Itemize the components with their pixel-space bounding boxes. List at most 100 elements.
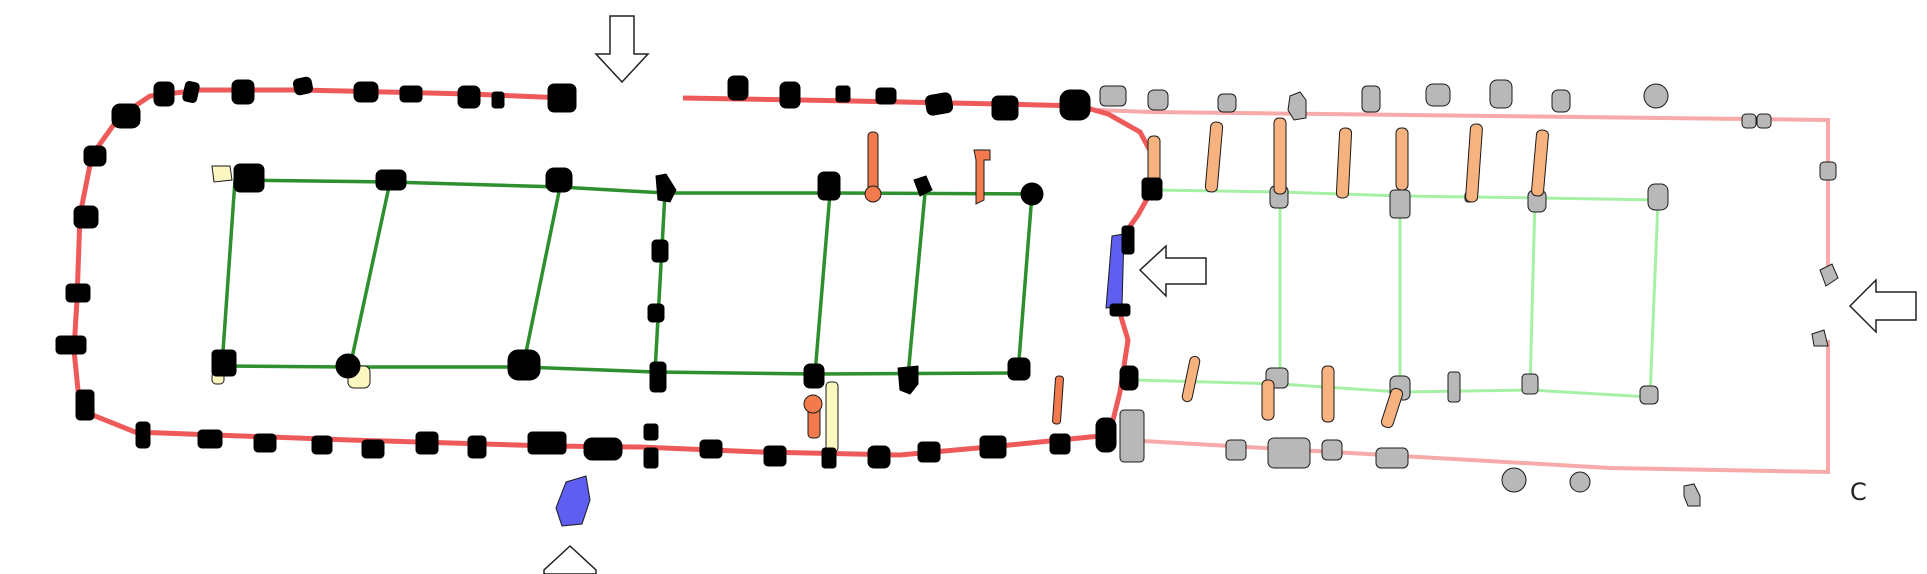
- posthole-black: [73, 205, 99, 229]
- frame-old-wall-6: [906, 192, 927, 377]
- posthole-grey: [1147, 89, 1169, 111]
- phase-label: C: [1850, 478, 1867, 506]
- arrow-left-icon: [1848, 278, 1917, 334]
- frame-old-wall-3: [521, 186, 562, 368]
- posthole-black: [111, 103, 141, 129]
- posthole-black: [65, 283, 91, 303]
- posthole-grey: [1756, 113, 1772, 129]
- posthole-black: [655, 173, 677, 203]
- postholes-orange: [803, 131, 1064, 439]
- posthole-orange: [867, 131, 879, 193]
- posthole-black: [647, 303, 665, 323]
- feature-blue-hearth: [1105, 233, 1125, 309]
- posthole-black: [415, 431, 439, 455]
- posthole-grey: [1569, 471, 1591, 493]
- posthole-black: [231, 79, 255, 105]
- posthole-grey: [1375, 447, 1409, 469]
- posthole-black: [1095, 417, 1117, 453]
- posthole-black: [353, 81, 379, 103]
- posthole-peach: [1261, 379, 1275, 421]
- posthole-black: [545, 167, 573, 193]
- posthole-black: [182, 81, 200, 103]
- posthole-black: [643, 423, 659, 441]
- frame-old-wall-1: [220, 179, 237, 367]
- posthole-black: [867, 445, 891, 469]
- posthole-grey: [1489, 79, 1513, 109]
- posthole-black: [1109, 303, 1131, 317]
- posthole-grey: [1225, 439, 1247, 461]
- posthole-black: [913, 175, 933, 197]
- posthole-black: [897, 365, 919, 395]
- posthole-black: [651, 239, 669, 263]
- posthole-black: [763, 445, 787, 467]
- posthole-black: [361, 439, 385, 459]
- posthole-black: [153, 81, 175, 107]
- posthole-grey: [1819, 263, 1839, 287]
- posthole-black: [803, 363, 825, 389]
- posthole-black: [233, 163, 265, 193]
- posthole-grey: [1811, 329, 1829, 347]
- posthole-grey: [1267, 437, 1311, 469]
- posthole-black: [699, 439, 723, 459]
- posthole-black: [583, 437, 623, 461]
- posthole-black: [55, 335, 87, 355]
- posthole-black: [311, 435, 333, 455]
- posthole-grey: [1647, 183, 1669, 211]
- posthole-black: [491, 91, 505, 109]
- posthole-black: [875, 87, 897, 105]
- frame-old-wall-5: [813, 192, 832, 375]
- posthole-grey: [1119, 409, 1145, 463]
- posthole-grey: [1551, 89, 1571, 113]
- posthole-grey: [1643, 83, 1669, 109]
- posthole-peach: [1395, 127, 1409, 191]
- posthole-black: [649, 361, 667, 393]
- posthole-black: [375, 169, 407, 191]
- building-frame-new: [1134, 188, 1660, 399]
- posthole-peach: [1465, 123, 1483, 203]
- posthole-black: [197, 429, 223, 449]
- posthole-grey: [1361, 85, 1381, 113]
- features-blue: [555, 233, 1125, 527]
- posthole-black: [917, 441, 941, 463]
- posthole-orange: [803, 394, 823, 414]
- posthole-grey: [1321, 439, 1343, 461]
- posthole-peach: [1321, 365, 1335, 423]
- posthole-black: [727, 75, 749, 101]
- posthole-black: [991, 95, 1019, 121]
- posthole-orange: [973, 149, 991, 205]
- posthole-black: [253, 433, 277, 453]
- feature-blue-pit: [555, 475, 591, 527]
- posthole-black: [547, 83, 577, 113]
- posthole-black: [979, 435, 1007, 459]
- posthole-black: [1059, 89, 1091, 121]
- posthole-black: [467, 435, 487, 459]
- entrance-arrows: [543, 15, 1917, 574]
- posthole-black: [1121, 225, 1135, 255]
- frame-old-wall-2: [348, 181, 392, 368]
- enclosure-old-north-west: [71, 87, 641, 450]
- posthole-orange: [1052, 375, 1064, 425]
- posthole-black: [924, 92, 954, 116]
- building-frame-old: [220, 178, 1034, 377]
- posthole-black: [779, 81, 801, 109]
- frame-old-south: [221, 364, 1019, 376]
- enclosure-new-north: [1097, 108, 1830, 270]
- posthole-black: [817, 171, 841, 201]
- posthole-peach: [1204, 121, 1224, 193]
- posthole-grey: [1741, 113, 1757, 129]
- posthole-black: [1119, 365, 1139, 391]
- posthole-peach: [1380, 387, 1404, 429]
- posthole-grey: [1683, 483, 1701, 507]
- frame-new-wall-4: [1648, 199, 1660, 398]
- posthole-black: [821, 447, 837, 469]
- frame-new-wall-3: [1528, 197, 1537, 391]
- frame-old-wall-4: [653, 192, 667, 373]
- arrow-down-icon: [594, 15, 650, 84]
- postholes-old: [55, 75, 1163, 469]
- posthole-peach: [1273, 117, 1287, 195]
- enclosure-old: [71, 87, 1158, 458]
- posthole-grey: [1389, 189, 1411, 219]
- posthole-grey: [1425, 83, 1451, 107]
- posthole-black: [507, 349, 541, 381]
- posthole-black: [399, 85, 423, 103]
